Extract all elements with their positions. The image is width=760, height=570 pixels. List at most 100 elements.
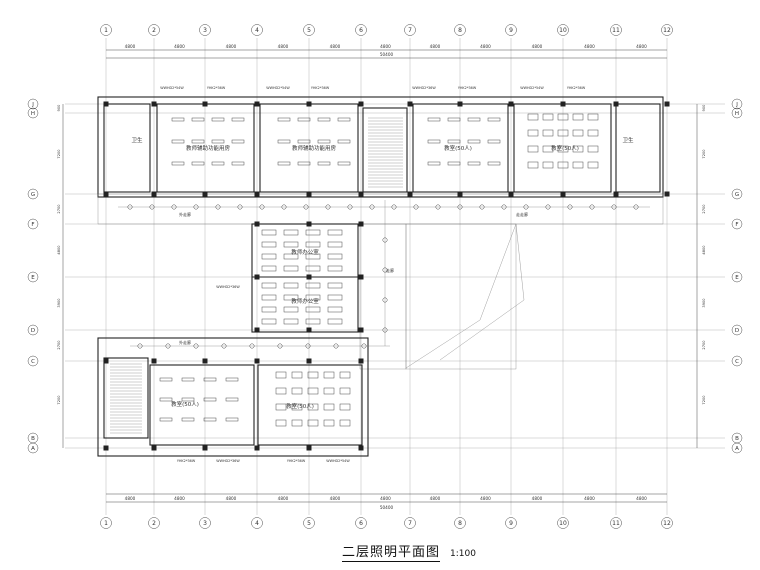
- axis-bubble-bottom: [303, 517, 315, 529]
- light-fixture: [211, 161, 225, 166]
- light-fixture: [572, 145, 584, 153]
- corridor-light: [361, 343, 367, 349]
- corridor-light: [633, 204, 639, 210]
- axis-label-left: E: [31, 275, 35, 281]
- bottom-room-2: [257, 364, 363, 446]
- axis-bubble-top: [610, 24, 622, 36]
- light-fixture: [339, 403, 351, 411]
- column: [254, 358, 260, 364]
- toilet-left: [103, 103, 151, 193]
- corridor-light: [589, 204, 595, 210]
- light-fixture: [305, 241, 321, 248]
- light-fixture: [277, 139, 291, 144]
- axis-bubble-bottom: [355, 517, 367, 529]
- bottom-room-1: [149, 364, 255, 446]
- light-fixture: [587, 145, 599, 153]
- light-fixture: [337, 117, 351, 122]
- column: [151, 358, 157, 364]
- axis-label-col: 12: [663, 27, 671, 34]
- stair-top: [362, 107, 408, 193]
- dim-side-right-4: 3900: [702, 298, 706, 308]
- light-fixture: [587, 113, 599, 121]
- column: [202, 445, 208, 451]
- axis-label-left: J: [31, 102, 34, 108]
- axis-label-left: F: [31, 222, 34, 228]
- fixture-label-f1: WWHD2*54W: [160, 86, 184, 90]
- axis-bubble-right: [731, 355, 743, 367]
- dim-side-left-6: 7200: [57, 395, 61, 405]
- axis-bubble-right: [731, 324, 743, 336]
- light-fixture: [191, 161, 205, 166]
- axis-label-col: 7: [408, 27, 412, 34]
- light-fixture: [527, 129, 539, 137]
- light-fixture: [191, 139, 205, 144]
- light-fixture: [327, 306, 343, 313]
- light-fixture: [339, 371, 351, 379]
- corridor-light: [333, 343, 339, 349]
- corridor-light: [382, 267, 388, 273]
- column: [306, 191, 312, 197]
- toilet-right: [615, 103, 661, 193]
- fixture-label-f5: WWHD2*36W: [412, 86, 436, 90]
- column: [202, 358, 208, 364]
- light-fixture: [337, 139, 351, 144]
- column: [254, 221, 260, 227]
- light-fixture: [283, 241, 299, 248]
- light-fixture: [283, 265, 299, 272]
- light-fixture: [191, 117, 205, 122]
- dim-bay-bottom: 4800: [174, 496, 185, 501]
- axis-label-col: 11: [612, 520, 620, 527]
- dim-bay-top: 4800: [532, 44, 543, 49]
- light-fixture: [317, 161, 331, 166]
- light-fixture: [305, 265, 321, 272]
- axis-bubble-right: [731, 107, 743, 119]
- dim-side-left-5: 2700: [57, 340, 61, 350]
- light-fixture: [275, 387, 287, 395]
- axis-bubble-top: [148, 24, 160, 36]
- axis-label-right: A: [735, 446, 739, 452]
- light-fixture: [305, 229, 321, 236]
- axis-bubble-bottom: [148, 517, 160, 529]
- axis-label-right: B: [735, 436, 739, 442]
- axis-bubble-bottom: [557, 517, 569, 529]
- light-fixture: [231, 161, 245, 166]
- axis-bubble-left: [27, 355, 39, 367]
- light-fixture: [261, 241, 277, 248]
- corridor-light: [237, 204, 243, 210]
- dim-bay-bottom: 4800: [330, 496, 341, 501]
- light-fixture: [323, 387, 335, 395]
- axis-label-right: D: [735, 328, 739, 334]
- light-fixture: [203, 397, 217, 402]
- axis-bubble-left: [27, 218, 39, 230]
- light-fixture: [283, 318, 299, 325]
- axis-label-col: 8: [458, 27, 462, 34]
- light-fixture: [339, 387, 351, 395]
- column: [254, 191, 260, 197]
- corridor-light: [249, 343, 255, 349]
- axis-bubble-left: [27, 442, 39, 454]
- axis-label-col: 12: [663, 520, 671, 527]
- light-fixture: [305, 282, 321, 289]
- light-fixture: [327, 318, 343, 325]
- light-fixture: [171, 117, 185, 122]
- corridor-light: [165, 343, 171, 349]
- light-fixture: [487, 161, 501, 166]
- corridor-light: [303, 204, 309, 210]
- axis-bubble-bottom: [100, 517, 112, 529]
- column: [151, 445, 157, 451]
- light-fixture: [283, 282, 299, 289]
- light-fixture: [305, 318, 321, 325]
- fixture-label-f11: WWHD2*36W: [216, 459, 240, 463]
- axis-label-col: 6: [359, 520, 363, 527]
- light-fixture: [231, 139, 245, 144]
- light-fixture: [305, 306, 321, 313]
- axis-bubble-bottom: [199, 517, 211, 529]
- light-fixture: [427, 139, 441, 144]
- axis-bubble-top: [404, 24, 416, 36]
- light-fixture: [159, 377, 173, 382]
- light-fixture: [572, 129, 584, 137]
- column: [664, 191, 670, 197]
- dim-bay-top: 4800: [226, 44, 237, 49]
- light-fixture: [542, 129, 554, 137]
